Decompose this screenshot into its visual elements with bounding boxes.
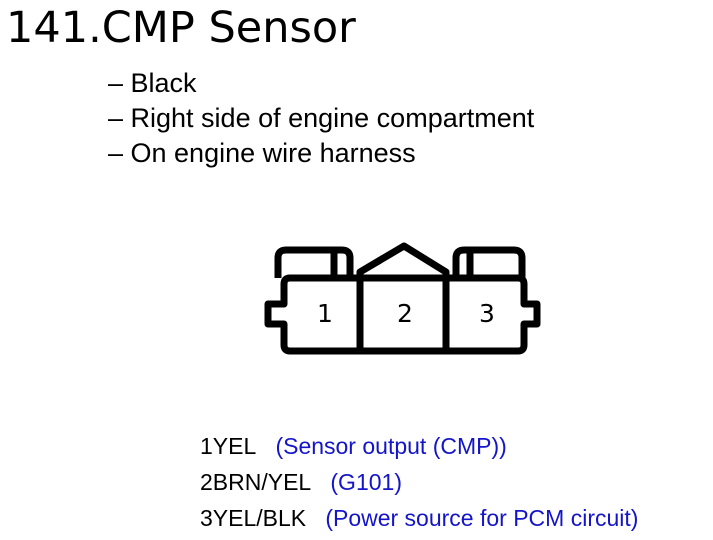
pin-id: 3YEL/BLK [200, 505, 307, 531]
pin-2-label: 2 [397, 299, 413, 328]
pin-row-1: 1YEL (Sensor output (CMP)) [200, 428, 638, 464]
bullet-location: – Right side of engine compartment [108, 103, 535, 133]
bullet-color: – Black [108, 68, 197, 98]
connector-body [264, 274, 541, 355]
connector-right-latch [452, 246, 526, 278]
pin-description: (G101) [330, 469, 402, 495]
pin-id: 2BRN/YEL [200, 469, 312, 495]
pin-3-label: 3 [479, 299, 495, 328]
sensor-info-list: – Black – Right side of engine compartme… [108, 66, 534, 171]
bullet-mounting: – On engine wire harness [108, 138, 416, 168]
pin-assignment-list: 1YEL (Sensor output (CMP)) 2BRN/YEL (G10… [200, 428, 638, 536]
pin-row-3: 3YEL/BLK (Power source for PCM circuit) [200, 500, 638, 536]
pin-description: (Power source for PCM circuit) [325, 505, 639, 531]
page-title: 141.CMP Sensor [6, 3, 356, 53]
pin-row-2: 2BRN/YEL (G101) [200, 464, 638, 500]
pin-id: 1YEL [200, 433, 257, 459]
connector-left-latch [274, 246, 354, 278]
pin-description: (Sensor output (CMP)) [275, 433, 507, 459]
pin-1-label: 1 [317, 299, 333, 328]
connector-key [356, 242, 450, 278]
